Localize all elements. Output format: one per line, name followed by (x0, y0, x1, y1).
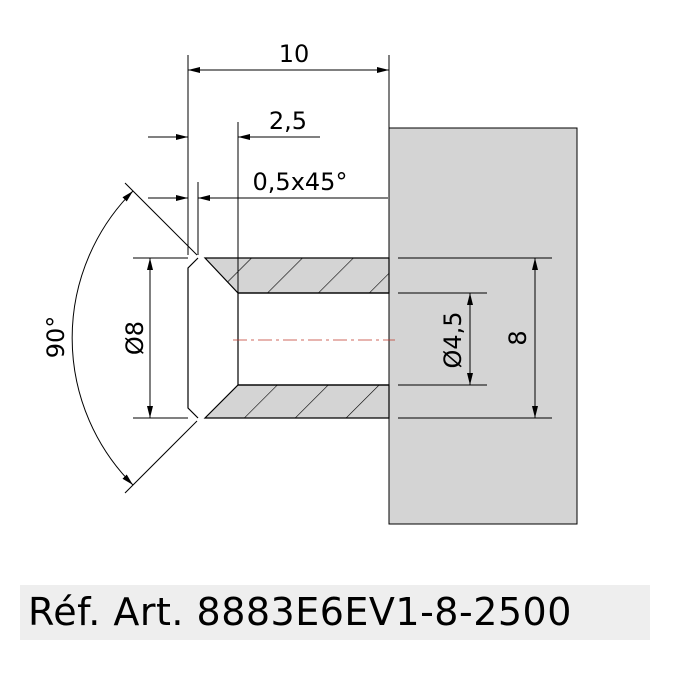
dim-length: 10 (279, 40, 310, 68)
article-reference: Réf. Art. 8883E6EV1-8-2500 (20, 585, 650, 640)
part-section (187, 257, 390, 419)
dim-chamfer: 0,5x45° (253, 168, 348, 196)
dim-height: 8 (504, 330, 532, 345)
dim-angle: 90° (42, 316, 70, 359)
dim-bore-diameter: Ø4,5 (439, 311, 467, 368)
dim-outer-diameter: Ø8 (121, 321, 149, 355)
dim-counterbore-depth: 2,5 (269, 107, 307, 135)
dim-arc-angle (71, 190, 134, 486)
extension-lines (124, 55, 552, 494)
mating-block (388, 127, 578, 525)
